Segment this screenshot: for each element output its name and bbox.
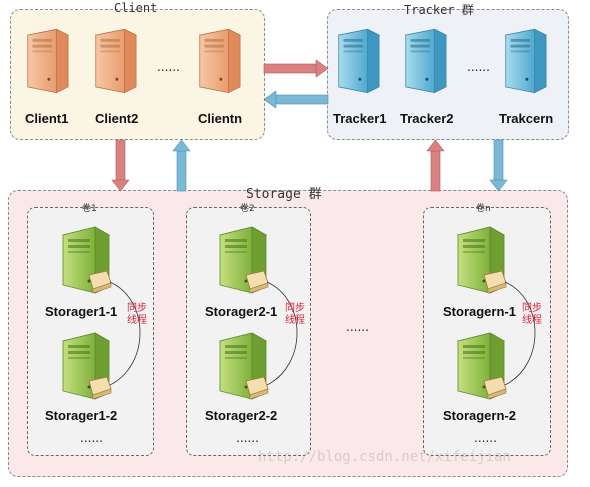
sync-curve-2 — [266, 281, 298, 386]
tracker1-label: Tracker1 — [333, 111, 387, 126]
volumen-more: ...... — [474, 431, 497, 445]
arrow-client-to-storage — [111, 139, 130, 192]
trackern-label: Trakcern — [499, 111, 554, 126]
tracker2-server-icon — [405, 28, 447, 94]
tracker2-label: Tracker2 — [400, 111, 454, 126]
storager1-2-server-icon — [62, 332, 112, 400]
sync-thread-label-n: 同步线程 — [522, 303, 542, 326]
storager1-1-label: Storager1-1 — [45, 304, 118, 319]
arrow-storage-to-client — [172, 139, 191, 192]
storager2-1-label: Storager2-1 — [205, 304, 278, 319]
watermark: http://blog.csdn.net/xifeijian — [258, 449, 511, 465]
storager2-2-label: Storager2-2 — [205, 408, 278, 423]
sync-curve-n — [504, 281, 536, 386]
storagern-2-server-icon — [457, 332, 507, 400]
client-ellipsis: ...... — [157, 60, 180, 74]
arrow-client-to-tracker — [263, 59, 329, 78]
client1-label: Client1 — [25, 111, 69, 126]
arrow-tracker-to-client — [263, 90, 329, 109]
volume1-more: ...... — [80, 431, 103, 445]
volume-title-n: 卷n — [476, 204, 491, 214]
storagern-1-server-icon — [457, 226, 507, 294]
storager2-2-server-icon — [219, 332, 269, 400]
volume2-more: ...... — [236, 431, 259, 445]
sync-curve-1 — [109, 281, 141, 386]
storage-group-title: Storage 群 — [246, 187, 322, 202]
client2-server-icon — [95, 28, 137, 94]
client1-server-icon — [27, 28, 69, 94]
sync-thread-label-2: 同步线程 — [285, 303, 305, 326]
storagern-1-label: Storagern-1 — [443, 304, 516, 319]
storagern-2-label: Storagern-2 — [443, 408, 516, 423]
clientn-label: Clientn — [198, 111, 243, 126]
tracker-ellipsis: ...... — [467, 60, 490, 74]
storage-ellipsis: ...... — [346, 320, 369, 334]
client2-label: Client2 — [95, 111, 139, 126]
storager1-1-server-icon — [62, 226, 112, 294]
arrow-storage-to-tracker — [426, 139, 445, 192]
clientn-server-icon — [199, 28, 241, 94]
tracker-group-title: Tracker 群 — [404, 3, 474, 17]
arrow-tracker-to-storage — [489, 139, 508, 192]
client-group-title: Client — [114, 1, 158, 15]
storager2-1-server-icon — [219, 226, 269, 294]
storager1-2-label: Storager1-2 — [45, 408, 118, 423]
volume-title-1: 卷1 — [82, 204, 97, 214]
volume-title-2: 卷2 — [240, 204, 255, 214]
sync-thread-label-1: 同步线程 — [127, 303, 147, 326]
trackern-server-icon — [505, 28, 547, 94]
tracker1-server-icon — [338, 28, 380, 94]
